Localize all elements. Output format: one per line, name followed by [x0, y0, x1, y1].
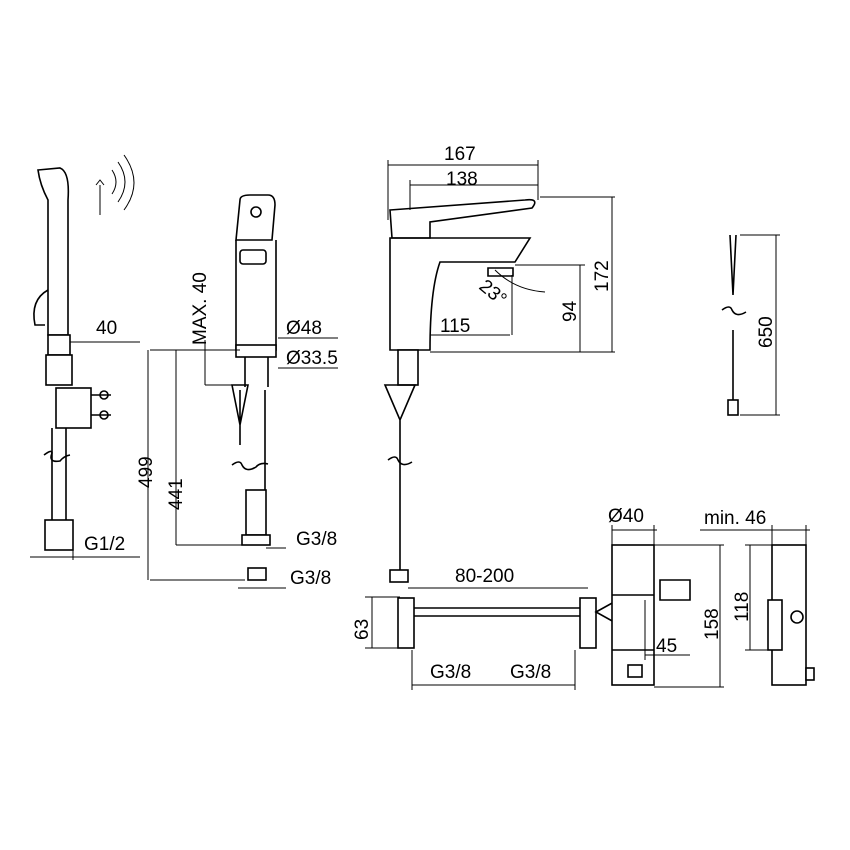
range-80-200-label: 80-200 — [455, 566, 514, 587]
cable-drawing — [721, 234, 780, 416]
max-40-label: MAX. 40 — [190, 272, 211, 345]
diameter-48-label: Ø48 — [286, 318, 322, 339]
reach-115-label: 115 — [440, 316, 470, 337]
height-63-label: 63 — [352, 619, 373, 640]
height-158-label: 158 — [702, 608, 723, 640]
hand-shower-thread-label: G1/2 — [84, 534, 125, 555]
diameter-33-5-label: Ø33.5 — [286, 348, 338, 369]
connector-drawing — [365, 587, 615, 690]
width-138-label: 138 — [446, 169, 478, 190]
side-thread-2-label: G3/8 — [290, 568, 331, 589]
side-view-drawing — [147, 194, 338, 589]
front-view-drawing — [383, 160, 615, 583]
height-118-label: 118 — [732, 592, 753, 622]
height-499-label: 499 — [136, 456, 157, 488]
cable-length-650-label: 650 — [756, 316, 777, 348]
control-box-drawing — [611, 525, 815, 688]
diameter-40-label: Ø40 — [608, 506, 644, 527]
connector-thread-2-label: G3/8 — [510, 662, 551, 683]
hand-shower-width-label: 40 — [96, 318, 117, 339]
width-167-label: 167 — [444, 144, 476, 165]
hand-shower-drawing — [30, 154, 140, 560]
connector-thread-1-label: G3/8 — [430, 662, 471, 683]
angle-23-label: 23° — [475, 276, 511, 311]
height-172-label: 172 — [592, 260, 613, 292]
height-94-label: 94 — [560, 300, 581, 322]
min-46-label: min. 46 — [704, 508, 766, 529]
side-thread-1-label: G3/8 — [296, 529, 337, 550]
height-441-label: 441 — [166, 478, 187, 510]
width-45-label: 45 — [656, 636, 677, 657]
